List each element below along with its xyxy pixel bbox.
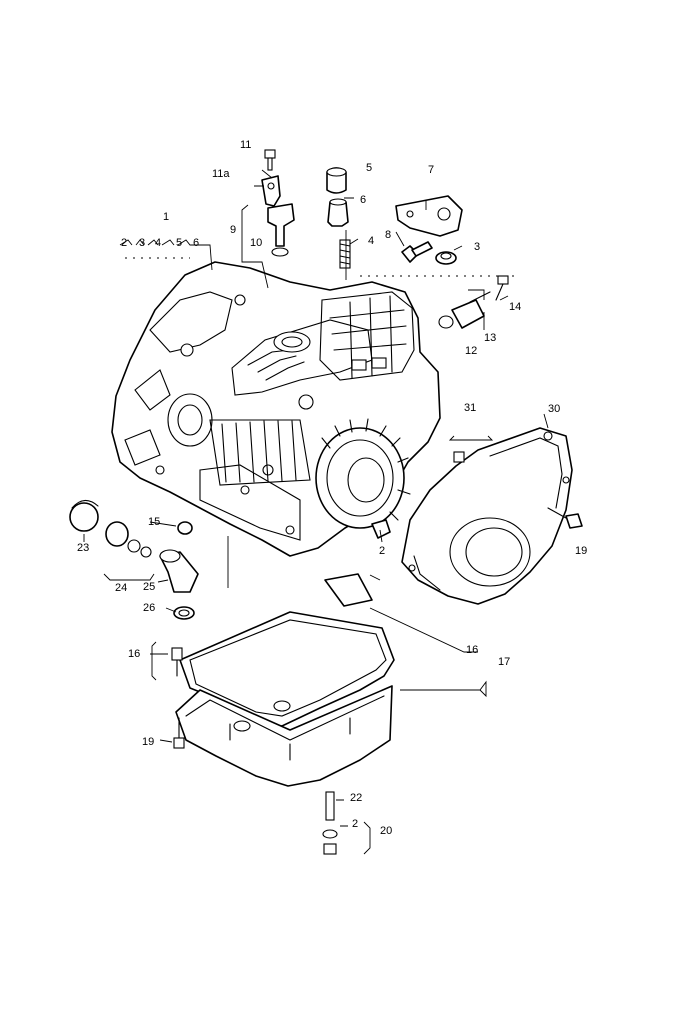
label-20: 20 bbox=[380, 825, 392, 837]
label-19-pan: 19 bbox=[142, 736, 154, 748]
plug-2-icon bbox=[371, 519, 391, 539]
label-1: 1 bbox=[163, 211, 169, 223]
bracket-11a-icon bbox=[261, 175, 281, 207]
cap-23-icon bbox=[69, 499, 99, 532]
sensor-10-icon bbox=[267, 203, 295, 257]
label-2-plug: 2 bbox=[379, 545, 385, 557]
gasket-18 bbox=[324, 573, 373, 607]
end-cover-30 bbox=[401, 427, 573, 605]
label-30: 30 bbox=[548, 403, 560, 415]
label-11: 11 bbox=[240, 139, 251, 151]
label-11a: 11a bbox=[212, 168, 230, 180]
label-4-series: 4 bbox=[155, 237, 161, 249]
label-17: 17 bbox=[498, 656, 510, 668]
label-3: 3 bbox=[474, 241, 480, 253]
label-18: 16 bbox=[466, 644, 478, 656]
label-15: 15 bbox=[148, 516, 160, 528]
label-12: 12 bbox=[465, 345, 477, 357]
pin-31-icon bbox=[453, 451, 465, 463]
label-7: 7 bbox=[428, 164, 434, 176]
filler-neck-25-icon bbox=[159, 549, 199, 593]
label-16: 16 bbox=[128, 648, 140, 660]
bolt-19-icon bbox=[547, 507, 583, 529]
cap-5-icon bbox=[326, 167, 347, 194]
seal-24-icon bbox=[105, 521, 152, 558]
label-24: 24 bbox=[115, 582, 127, 594]
label-26: 26 bbox=[143, 602, 155, 614]
label-10: 10 bbox=[250, 237, 262, 249]
spring-4-icon bbox=[339, 239, 351, 269]
label-6-series: 6 bbox=[193, 237, 199, 249]
label-14: 14 bbox=[509, 301, 521, 313]
label-31: 31 bbox=[464, 402, 476, 414]
bolt-19b-icon bbox=[173, 717, 185, 749]
drain-parts-20 bbox=[322, 791, 338, 855]
label-4: 4 bbox=[368, 235, 374, 247]
label-13: 13 bbox=[484, 332, 496, 344]
bolt-16-icon bbox=[171, 647, 183, 677]
label-5-series: 5 bbox=[176, 237, 182, 249]
label-9: 9 bbox=[230, 224, 236, 236]
nut-3-icon bbox=[435, 251, 457, 265]
bolt-14-icon bbox=[495, 275, 509, 301]
callout-labels: 1 2 3 4 5 6 11 11a 9 10 5 6 4 7 8 3 14 1… bbox=[77, 139, 587, 837]
label-19-cover: 19 bbox=[575, 545, 587, 557]
bolt-15-icon bbox=[177, 521, 193, 535]
plunger-6-icon bbox=[327, 198, 349, 227]
seal-26-icon bbox=[173, 606, 195, 620]
bolt-11-icon bbox=[264, 149, 276, 171]
label-5: 5 bbox=[366, 162, 372, 174]
label-8: 8 bbox=[385, 229, 391, 241]
bolt-8-icon bbox=[401, 241, 433, 263]
oil-pan-17 bbox=[175, 611, 395, 787]
label-23: 23 bbox=[77, 542, 89, 554]
gearbox-housing bbox=[111, 261, 441, 557]
label-2-drain: 2 bbox=[352, 818, 358, 830]
label-2-series: 2 bbox=[121, 237, 127, 249]
lever-7-icon bbox=[395, 195, 463, 237]
speed-sender-12-icon bbox=[438, 291, 491, 329]
label-6: 6 bbox=[360, 194, 366, 206]
label-3-series: 3 bbox=[139, 237, 145, 249]
label-22: 22 bbox=[350, 792, 362, 804]
leader-lines bbox=[83, 169, 549, 855]
label-25: 25 bbox=[143, 581, 155, 593]
